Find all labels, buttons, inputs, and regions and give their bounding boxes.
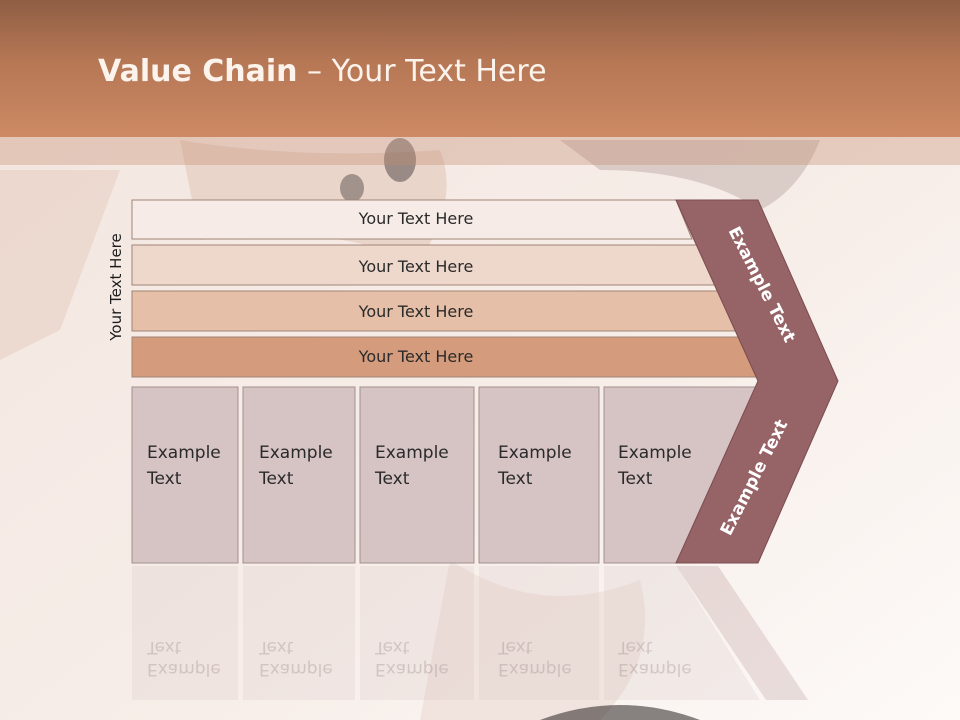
cell-4-line-2: Text: [498, 469, 533, 489]
cell-text-3: Example Text: [375, 440, 449, 492]
reflect-text-3: Example Text: [375, 636, 449, 680]
cell-4-line-1: Example: [498, 443, 572, 463]
bar-label-3: Your Text Here: [358, 302, 474, 321]
title-bar: [0, 0, 960, 137]
cell-3-line-2: Text: [375, 469, 410, 489]
title-bold: Value Chain: [98, 54, 298, 89]
title-rest: – Your Text Here: [297, 54, 547, 89]
reflect-4-line-2: Text: [498, 637, 533, 657]
reflect-text-4: Example Text: [498, 636, 572, 680]
cell-4: [478, 386, 600, 564]
bar-label-4: Your Text Here: [358, 347, 474, 366]
cell-text-2: Example Text: [259, 440, 333, 492]
header-band: [0, 137, 960, 165]
reflect-2-line-2: Text: [259, 637, 294, 657]
reflect-4-line-1: Example: [498, 659, 572, 679]
cells-reflection: [132, 566, 808, 700]
chevron-arrow: [675, 199, 839, 564]
page-title: Value Chain – Your Text Here: [98, 54, 547, 89]
cell-text-4: Example Text: [498, 440, 572, 492]
reflect-1-line-2: Text: [147, 637, 182, 657]
cell-1-line-1: Example: [147, 443, 221, 463]
reflect-5-line-2: Text: [618, 637, 653, 657]
cell-3: [359, 386, 475, 564]
bar-label-1: Your Text Here: [358, 209, 474, 228]
bar-1: [131, 199, 693, 240]
reflect-text-2: Example Text: [259, 636, 333, 680]
cell-text-5: Example Text: [618, 440, 692, 492]
cell-3-line-1: Example: [375, 443, 449, 463]
cell-text-1: Example Text: [147, 440, 221, 492]
cell-1: [131, 386, 239, 564]
cell-1-line-2: Text: [147, 469, 182, 489]
cell-2: [242, 386, 356, 564]
cell-2-line-1: Example: [259, 443, 333, 463]
reflect-5-line-1: Example: [618, 659, 692, 679]
cell-2-line-2: Text: [259, 469, 294, 489]
bar-label-2: Your Text Here: [358, 257, 474, 276]
reflect-text-1: Example Text: [147, 636, 221, 680]
reflect-3-line-2: Text: [375, 637, 410, 657]
reflect-2-line-1: Example: [259, 659, 333, 679]
reflect-text-5: Example Text: [618, 636, 692, 680]
reflect-1-line-1: Example: [147, 659, 221, 679]
cell-5-line-1: Example: [618, 443, 692, 463]
cell-5-line-2: Text: [618, 469, 653, 489]
reflect-3-line-1: Example: [375, 659, 449, 679]
